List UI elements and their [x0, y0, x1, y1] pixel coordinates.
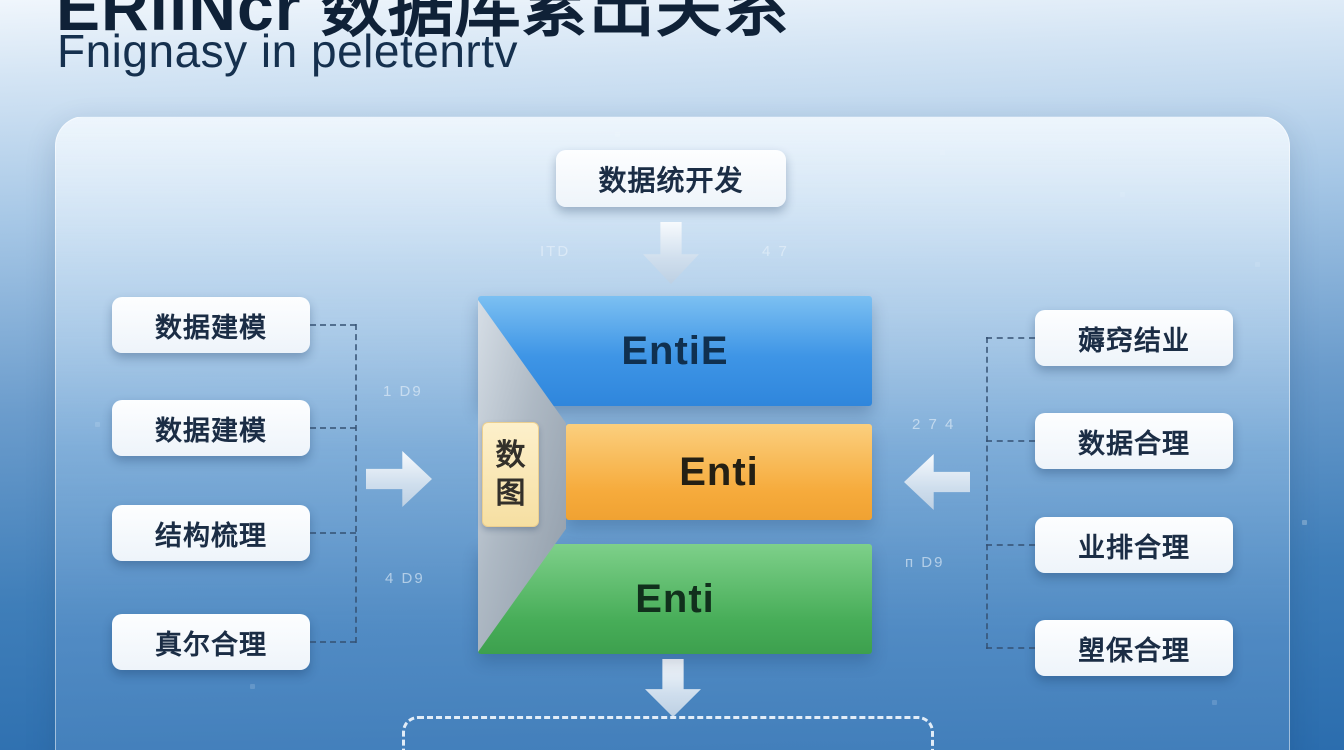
- left-node-3: 结构梳理: [112, 505, 310, 561]
- right-node-3: 业排合理: [1035, 517, 1233, 573]
- faint-annotation: 1 D9: [383, 383, 423, 400]
- faint-annotation: 2 7 4: [912, 416, 956, 433]
- center-stack: EntiE Enti Enti 数图: [478, 296, 872, 656]
- faint-annotation: 4 7: [762, 243, 789, 260]
- background-dot: [1302, 520, 1307, 525]
- stack-bar-orange: Enti: [566, 424, 872, 520]
- right-node-1: 薅窍结业: [1035, 310, 1233, 366]
- right-connector-3: [986, 544, 1035, 546]
- bottom-dashed-box: [402, 716, 934, 750]
- left-connector-2: [310, 427, 356, 429]
- page-title: ERliNcr 数据库累出关系: [56, 0, 790, 44]
- left-node-4: 真尔合理: [112, 614, 310, 670]
- left-node-2: 数据建模: [112, 400, 310, 456]
- stack-bar-green: Enti: [478, 544, 872, 654]
- faint-annotation: п D9: [905, 554, 945, 571]
- faint-annotation: ITD: [540, 243, 571, 260]
- stack-side-label-text: 数图: [495, 439, 526, 510]
- left-connector-3: [310, 532, 356, 534]
- left-connector-1: [310, 324, 356, 326]
- left-node-1: 数据建模: [112, 297, 310, 353]
- right-connector-2: [986, 440, 1035, 442]
- left-bracket-line: [355, 324, 357, 643]
- stack-side-label: 数图: [482, 422, 539, 527]
- faint-annotation: 4 D9: [385, 570, 425, 587]
- right-connector-1: [986, 337, 1035, 339]
- stack-bar-blue: EntiE: [478, 296, 872, 406]
- right-connector-4: [986, 647, 1035, 649]
- right-node-2: 数据合理: [1035, 413, 1233, 469]
- page-subtitle: Fnignasy in peletenrtv: [57, 25, 519, 77]
- right-node-4: 塱保合理: [1035, 620, 1233, 676]
- right-bracket-line: [986, 337, 988, 649]
- top-node: 数据统开发: [556, 150, 786, 207]
- left-connector-4: [310, 641, 356, 643]
